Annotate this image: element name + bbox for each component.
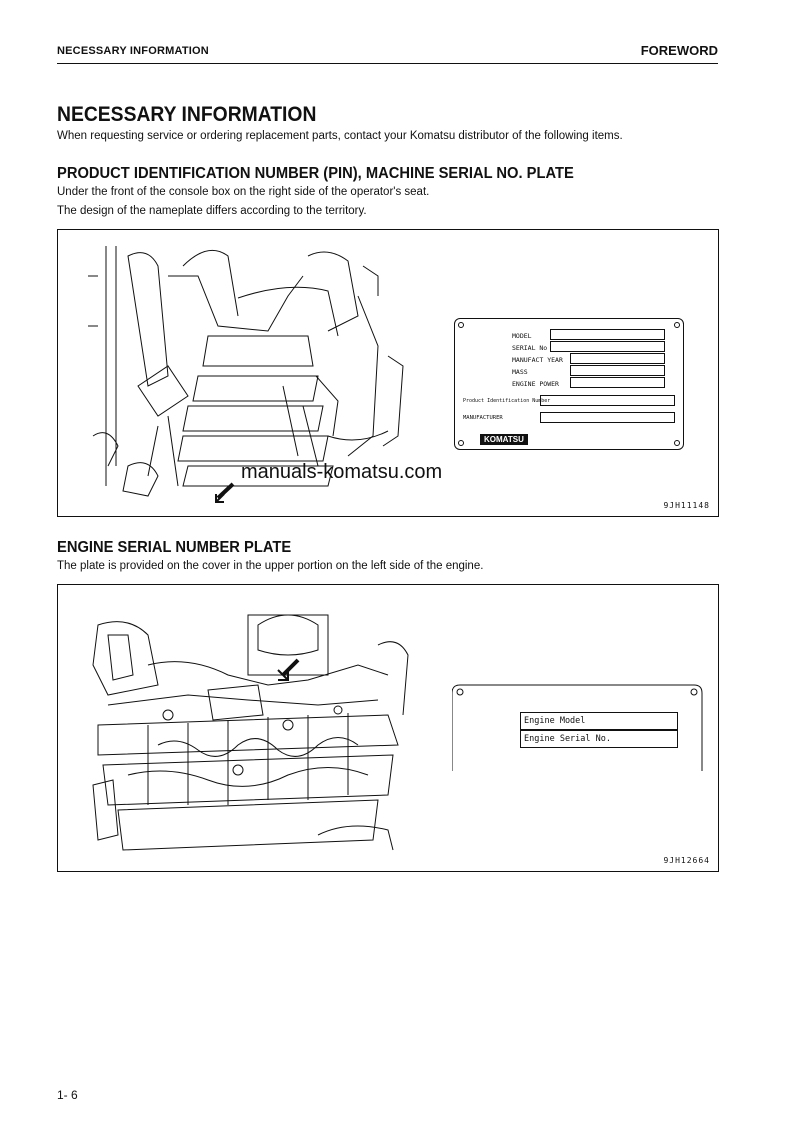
plate-label-engine-power: ENGINE POWER <box>512 380 559 388</box>
running-header-section: NECESSARY INFORMATION <box>57 45 209 57</box>
plate-label-manufacturer: MANUFACTURER <box>463 415 503 421</box>
pin-heading: PRODUCT IDENTIFICATION NUMBER (PIN), MAC… <box>57 165 574 182</box>
watermark: manuals-komatsu.com <box>241 461 443 483</box>
pin-field <box>540 395 675 406</box>
plate-label-year: MANUFACT YEAR <box>512 356 563 364</box>
engine-model-field: Engine Model <box>520 712 678 730</box>
figure-code: 9JH12664 <box>663 856 710 865</box>
year-field <box>570 353 665 364</box>
model-field <box>550 329 665 340</box>
plate-label-serial: SERIAL No <box>512 344 548 352</box>
pin-location-text: Under the front of the console box on th… <box>57 186 430 198</box>
machine-nameplate: MODEL SERIAL No MANUFACT YEAR MASS ENGIN… <box>454 318 684 450</box>
plate-rivet-hole <box>458 322 464 328</box>
running-header-chapter: FOREWORD <box>640 43 718 58</box>
header-rule <box>57 63 718 64</box>
engine-location-text: The plate is provided on the cover in th… <box>57 560 484 572</box>
plate-rivet-hole <box>674 322 680 328</box>
page-number: 1- 6 <box>57 1088 78 1102</box>
plate-label-mass: MASS <box>512 368 528 376</box>
operator-seat-illustration <box>88 246 404 503</box>
page-title: NECESSARY INFORMATION <box>57 103 317 126</box>
engine-illustration <box>92 614 409 851</box>
manufacturer-field <box>540 412 675 423</box>
engine-plate-outline <box>452 684 703 771</box>
komatsu-logo: KOMATSU <box>480 434 528 445</box>
pin-figure: MODEL SERIAL No MANUFACT YEAR MASS ENGIN… <box>57 229 719 517</box>
intro-text: When requesting service or ordering repl… <box>57 130 623 142</box>
plate-label-pin: Product Identification Number <box>463 398 551 404</box>
engine-power-field <box>570 377 665 388</box>
serial-field <box>550 341 665 352</box>
engine-figure: Engine Model Engine Serial No. 9JH12664 <box>57 584 719 872</box>
plate-label-model: MODEL <box>512 332 532 340</box>
plate-rivet-hole <box>458 440 464 446</box>
pin-territory-text: The design of the nameplate differs acco… <box>57 205 367 217</box>
engine-serial-field: Engine Serial No. <box>520 730 678 748</box>
mass-field <box>570 365 665 376</box>
figure-code: 9JH11148 <box>663 501 710 510</box>
plate-rivet-hole <box>674 440 680 446</box>
engine-heading: ENGINE SERIAL NUMBER PLATE <box>57 539 292 556</box>
